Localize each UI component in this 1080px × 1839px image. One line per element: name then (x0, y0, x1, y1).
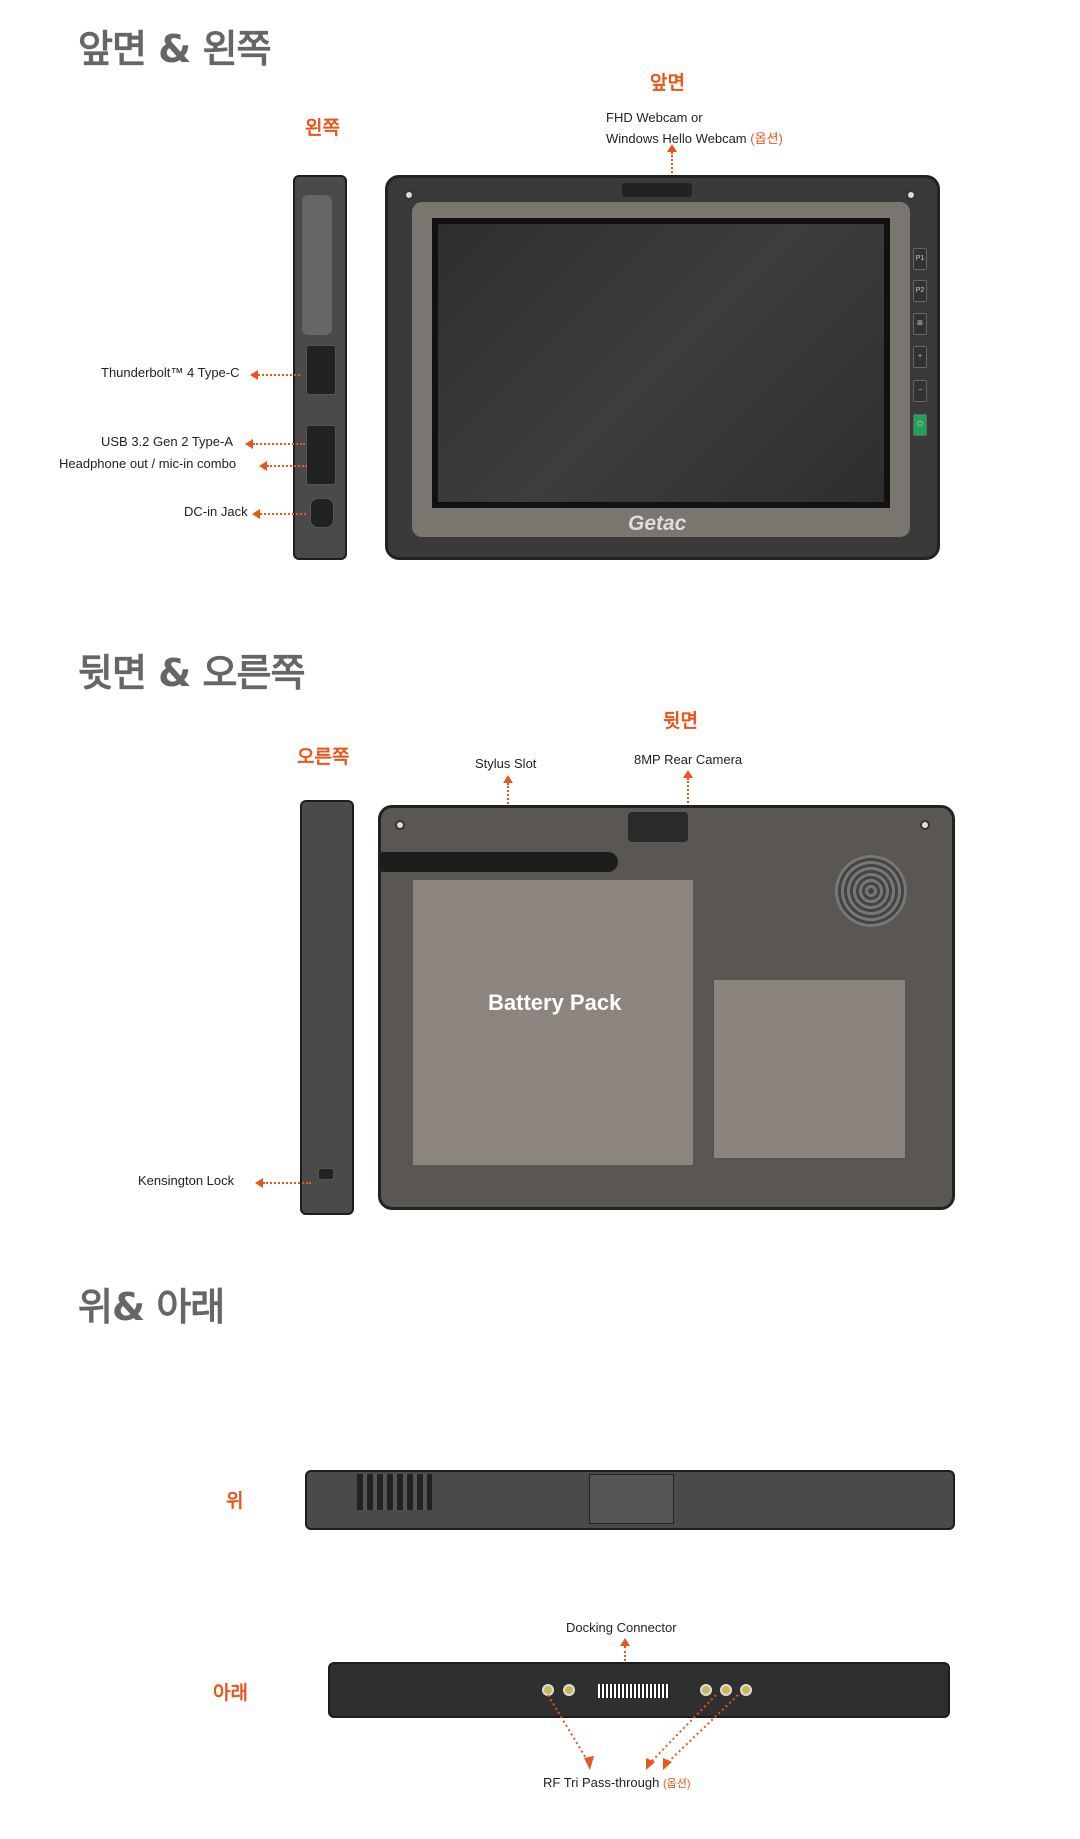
arrow-left-icon (252, 509, 260, 519)
arrow-up-icon (683, 770, 693, 778)
option-tag: (옵션) (750, 131, 783, 146)
usb-audio-ports (306, 425, 336, 485)
power-button: ⏻ (913, 414, 927, 436)
webcam-module (622, 183, 692, 197)
section-title-back-right: 뒷면 & 오른쪽 (78, 651, 305, 695)
volume-down-button: − (913, 380, 927, 402)
section-title-front-left: 앞면 & 왼쪽 (78, 27, 271, 71)
docking-connector (598, 1684, 670, 1698)
thunderbolt-port (306, 345, 336, 395)
arrow-left-icon (250, 370, 258, 380)
left-label: 왼쪽 (305, 117, 340, 139)
bottom-label: 아래 (213, 1682, 248, 1704)
section-title-top-bottom: 위& 아래 (78, 1285, 225, 1329)
screen (432, 218, 890, 508)
callout-line (253, 443, 305, 445)
arrow-up-icon (620, 1638, 630, 1646)
tablet-top-view (305, 1470, 955, 1530)
top-vent (357, 1474, 432, 1510)
webcam-caption-2: Windows Hello Webcam (옵션) (606, 128, 783, 147)
callout-line (260, 513, 306, 515)
p2-button: P2 (913, 280, 927, 302)
back-label: 뒷면 (663, 710, 698, 732)
front-label: 앞면 (650, 72, 685, 94)
callout-line (687, 778, 689, 818)
option-tag: (옵션) (662, 1778, 691, 1790)
thunderbolt-caption: Thunderbolt™ 4 Type-C (101, 365, 240, 380)
kensington-lock-slot (318, 1168, 334, 1180)
callout-line (671, 152, 673, 184)
rf-caption: RF Tri Pass-through (옵션) (543, 1775, 691, 1791)
webcam-caption-text: Windows Hello Webcam (606, 131, 747, 146)
kensington-caption: Kensington Lock (138, 1173, 235, 1188)
right-label: 오른쪽 (297, 746, 350, 768)
volume-up-button: + (913, 346, 927, 368)
callout-line (267, 465, 307, 467)
dcin-caption: DC-in Jack (184, 504, 248, 519)
rf-caption-text: RF Tri Pass-through (543, 1775, 660, 1790)
windows-button: ⊞ (913, 313, 927, 335)
rear-camera-caption: 8MP Rear Camera (634, 752, 743, 767)
arrow-left-icon (259, 461, 267, 471)
battery-pack-label: Battery Pack (488, 990, 622, 1015)
webcam-caption-1: FHD Webcam or (606, 110, 703, 125)
fan-vent (835, 855, 907, 927)
rf-connector (563, 1684, 575, 1696)
top-label: 위 (226, 1490, 244, 1512)
p1-button: P1 (913, 248, 927, 270)
stylus-caption: Stylus Slot (475, 756, 537, 771)
arrow-up-icon (667, 144, 677, 152)
arrow-left-icon (245, 439, 253, 449)
headphone-caption: Headphone out / mic-in combo (59, 456, 237, 471)
docking-caption: Docking Connector (566, 1620, 677, 1635)
rf-connector (740, 1684, 752, 1696)
battery-pack (413, 880, 693, 1165)
callout-line (258, 374, 300, 376)
rf-connector (720, 1684, 732, 1696)
tablet-bottom-view (328, 1662, 950, 1718)
arrow-left-icon (255, 1178, 263, 1188)
expansion-cover (712, 978, 907, 1160)
stylus-pen (380, 852, 618, 872)
getac-logo: Getac (628, 512, 687, 535)
rear-camera (628, 812, 688, 842)
arrow-up-icon (503, 775, 513, 783)
callout-line (263, 1182, 311, 1184)
rf-connector (700, 1684, 712, 1696)
usb-caption: USB 3.2 Gen 2 Type-A (101, 434, 233, 449)
top-cover (589, 1474, 674, 1524)
dc-in-port (310, 498, 334, 528)
